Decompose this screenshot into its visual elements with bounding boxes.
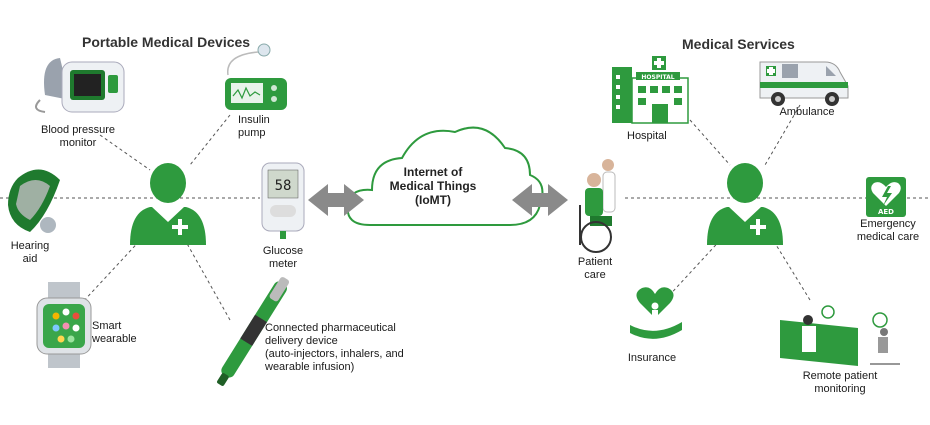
blood-pressure-monitor-icon: [35, 58, 125, 113]
patient-care-icon: [579, 159, 616, 253]
label-ambulance: Ambulance: [779, 106, 835, 118]
left-double-arrow-icon: [308, 184, 364, 216]
hospital-icon: HOSPITAL: [612, 56, 689, 124]
remote-monitoring-icon: [780, 305, 900, 366]
injector-pen-icon: [217, 277, 290, 386]
hospital-sign: HOSPITAL: [641, 74, 674, 81]
label-emergency: Emergency medical care: [856, 218, 920, 243]
ambulance-icon: [759, 61, 849, 106]
label-glucose-meter: Glucose meter: [262, 245, 304, 270]
right-connectors: [625, 104, 930, 301]
glucose-reading: 58: [275, 178, 292, 194]
insurance-icon: [630, 287, 682, 339]
aed-icon: AED: [866, 177, 906, 217]
label-patient-care: Patient care: [577, 256, 613, 281]
right-section-title: Medical Services: [682, 36, 795, 52]
label-hearing-aid: Hearing aid: [10, 240, 50, 265]
aed-sign: AED: [878, 208, 894, 216]
label-insulin-pump: Insulin pump: [238, 114, 270, 139]
label-pharma-device: Connected pharmaceutical delivery device…: [265, 322, 404, 373]
hearing-aid-icon: [8, 169, 60, 233]
label-blood-pressure: Blood pressure monitor: [41, 124, 115, 149]
cloud-label: Internet of Medical Things (IoMT): [389, 165, 477, 207]
left-doctor-icon: [130, 163, 206, 245]
smart-wearable-icon: [36, 282, 92, 368]
right-double-arrow-icon: [512, 184, 568, 216]
right-doctor-icon: [707, 163, 783, 245]
left-section-title: Portable Medical Devices: [82, 34, 251, 50]
glucose-meter-icon: 58: [261, 162, 305, 239]
label-insurance: Insurance: [627, 352, 677, 364]
label-smart-wearable: Smart wearable: [92, 320, 137, 345]
label-remote-monitoring: Remote patient monitoring: [802, 370, 878, 395]
label-hospital: Hospital: [627, 130, 667, 142]
insulin-pump-icon: [225, 43, 287, 110]
